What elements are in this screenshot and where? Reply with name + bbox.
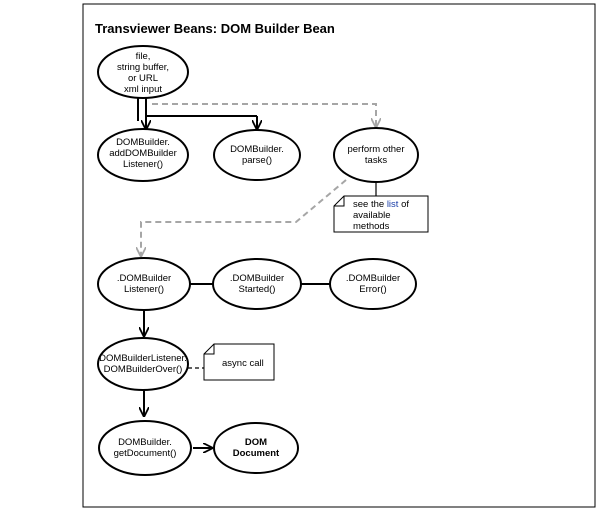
svg-text:Listener(): Listener() <box>124 284 164 295</box>
svg-text:.DOMBuilder: .DOMBuilder <box>230 273 284 284</box>
note-methods: see the list of available methods <box>333 195 429 233</box>
svg-text:.DOMBuilder: .DOMBuilder <box>117 273 171 284</box>
diagram-frame <box>82 3 596 508</box>
svg-text:addDOMBuilder: addDOMBuilder <box>109 148 177 159</box>
node-input: file, string buffer, or URL xml input <box>97 45 189 99</box>
node-add-listener: DOMBuilder. addDOMBuilder Listener() <box>97 128 189 182</box>
svg-text:Listener(): Listener() <box>123 159 163 170</box>
node-error: .DOMBuilder Error() <box>329 258 417 310</box>
svg-text:file,: file, <box>136 51 151 62</box>
svg-text:DOMBuilder.: DOMBuilder. <box>118 437 172 448</box>
node-listener: .DOMBuilder Listener() <box>97 257 191 311</box>
svg-text:DOM: DOM <box>245 437 267 448</box>
svg-text:tasks: tasks <box>365 155 387 166</box>
node-started: .DOMBuilder Started() <box>212 258 302 310</box>
svg-text:Started(): Started() <box>239 284 276 295</box>
methods-list-link[interactable]: list <box>387 199 399 210</box>
svg-text:parse(): parse() <box>242 155 272 166</box>
svg-text:DOMBuilder.: DOMBuilder. <box>116 137 170 148</box>
dashed-arrow-to-other-tasks <box>152 103 376 127</box>
svg-text:getDocument(): getDocument() <box>114 448 177 459</box>
svg-text:available: available <box>353 210 391 221</box>
node-get-document: DOMBuilder. getDocument() <box>98 420 192 476</box>
svg-text:Error(): Error() <box>359 284 386 295</box>
svg-text:xml input: xml input <box>124 84 162 95</box>
note-async: async call <box>203 343 275 381</box>
svg-text:string buffer,: string buffer, <box>117 62 169 73</box>
diagram-title: Transviewer Beans: DOM Builder Bean <box>95 21 335 36</box>
node-other-tasks: perform other tasks <box>333 127 419 183</box>
svg-text:methods: methods <box>353 221 390 232</box>
dashed-arrow-to-listener <box>141 179 347 256</box>
svg-text:DOMBuilder.: DOMBuilder. <box>230 144 284 155</box>
node-dom-document: DOM Document <box>213 422 299 474</box>
svg-text:DOMBuilderOver(): DOMBuilderOver() <box>104 364 183 375</box>
svg-text:.DOMBuilder: .DOMBuilder <box>346 273 400 284</box>
node-over: DOMBuilderListener. DOMBuilderOver() <box>97 337 189 391</box>
connectors <box>138 96 376 448</box>
svg-text:DOMBuilderListener.: DOMBuilderListener. <box>99 353 187 364</box>
svg-text:or URL: or URL <box>128 73 158 84</box>
node-parse: DOMBuilder. parse() <box>213 129 301 181</box>
svg-text:async call: async call <box>222 358 264 369</box>
svg-text:Document: Document <box>233 448 280 459</box>
svg-text:perform other: perform other <box>347 144 404 155</box>
note-methods-line1: see the list of <box>353 199 409 210</box>
